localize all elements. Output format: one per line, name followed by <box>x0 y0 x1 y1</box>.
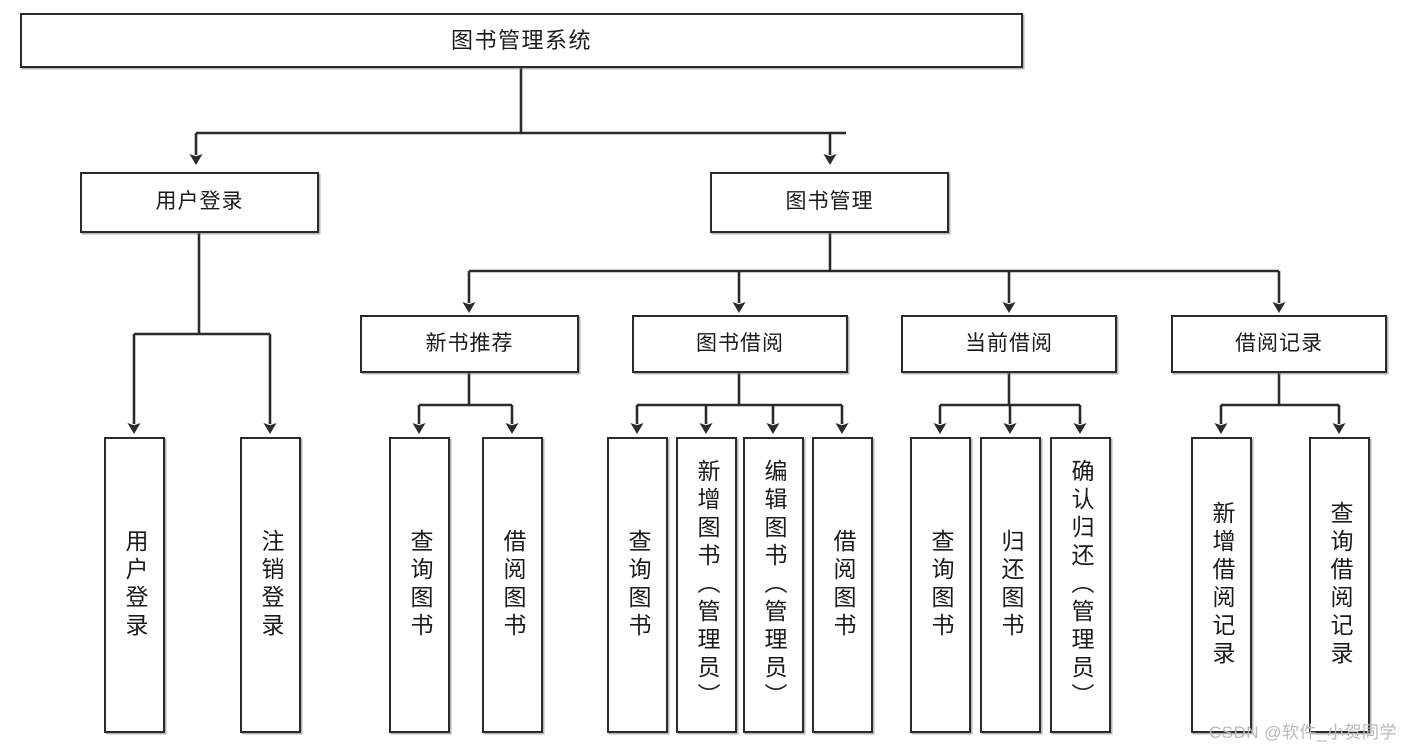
leaf-confirm-return[interactable]: 确认归还（管理员） <box>1050 437 1111 733</box>
leaf-add-book[interactable]: 新增图书（管理员） <box>676 437 737 733</box>
leaf-confirm-return-label: 确认归还（管理员） <box>1068 459 1094 711</box>
leaf-logout[interactable]: 注销登录 <box>240 437 301 733</box>
leaf-add-borrow-record-label: 新增借阅记录 <box>1209 501 1235 669</box>
leaf-borrow-book-b-label: 借阅图书 <box>830 529 856 641</box>
node-user-login-label: 用户登录 <box>155 190 244 214</box>
node-current-borrow-label: 当前借阅 <box>965 331 1053 355</box>
node-new-book-recommend[interactable]: 新书推荐 <box>360 315 579 373</box>
node-root[interactable]: 图书管理系统 <box>20 13 1023 68</box>
leaf-query-book-a[interactable]: 查询图书 <box>389 437 450 733</box>
leaf-borrow-book-a[interactable]: 借阅图书 <box>482 437 543 733</box>
leaf-borrow-book-b[interactable]: 借阅图书 <box>812 437 873 733</box>
node-current-borrow[interactable]: 当前借阅 <box>901 315 1117 373</box>
leaf-borrow-book-a-label: 借阅图书 <box>500 529 526 641</box>
node-book-borrow[interactable]: 图书借阅 <box>632 315 848 373</box>
leaf-logout-label: 注销登录 <box>258 529 284 641</box>
leaf-query-book-b-label: 查询图书 <box>625 529 651 641</box>
leaf-query-borrow-record[interactable]: 查询借阅记录 <box>1309 437 1370 733</box>
leaf-query-book-a-label: 查询图书 <box>407 529 433 641</box>
leaf-add-borrow-record[interactable]: 新增借阅记录 <box>1191 437 1252 733</box>
leaf-user-login-label: 用户登录 <box>122 529 148 641</box>
node-book-manage[interactable]: 图书管理 <box>710 172 949 233</box>
leaf-add-book-label: 新增图书（管理员） <box>694 459 720 711</box>
leaf-return-book-label: 归还图书 <box>998 529 1024 641</box>
leaf-query-book-b[interactable]: 查询图书 <box>607 437 668 733</box>
node-book-borrow-label: 图书借阅 <box>696 331 784 355</box>
leaf-query-borrow-record-label: 查询借阅记录 <box>1327 501 1353 669</box>
leaf-return-book[interactable]: 归还图书 <box>980 437 1041 733</box>
node-borrow-record-label: 借阅记录 <box>1235 331 1323 355</box>
leaf-edit-book[interactable]: 编辑图书（管理员） <box>743 437 804 733</box>
node-new-book-recommend-label: 新书推荐 <box>425 331 514 355</box>
node-book-manage-label: 图书管理 <box>785 190 874 214</box>
leaf-edit-book-label: 编辑图书（管理员） <box>761 459 787 711</box>
leaf-user-login[interactable]: 用户登录 <box>104 437 165 733</box>
leaf-query-book-c-label: 查询图书 <box>928 529 954 641</box>
node-borrow-record[interactable]: 借阅记录 <box>1171 315 1387 373</box>
node-user-login[interactable]: 用户登录 <box>80 172 319 233</box>
node-root-label: 图书管理系统 <box>450 27 592 53</box>
leaf-query-book-c[interactable]: 查询图书 <box>910 437 971 733</box>
